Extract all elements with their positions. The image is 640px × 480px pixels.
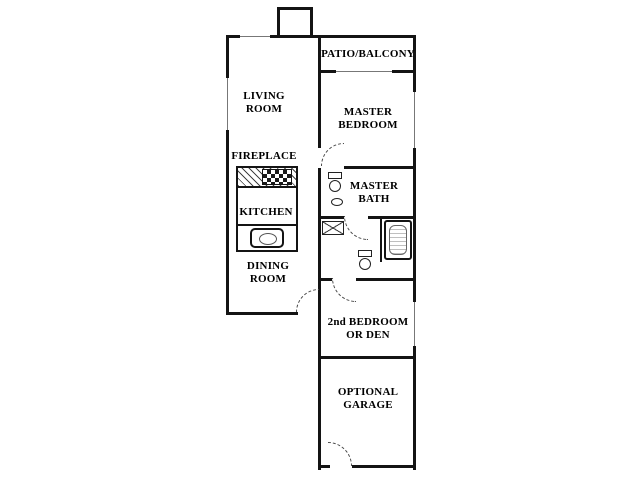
garage-door-arc bbox=[328, 442, 352, 466]
window-marker bbox=[225, 78, 230, 130]
second-bedroom-door-arc bbox=[332, 278, 356, 302]
closet-icon bbox=[322, 221, 344, 235]
bathtub-icon bbox=[384, 220, 412, 260]
toilet-tank bbox=[358, 250, 372, 257]
kitchen-right-wall bbox=[296, 166, 298, 252]
toilet-icon bbox=[358, 250, 372, 272]
wall-center-upper bbox=[318, 35, 321, 148]
room-label-patio: PATIO/BALCONY bbox=[321, 48, 415, 60]
master-bedroom-bottom-wall bbox=[344, 166, 416, 169]
patio-slider-marker bbox=[336, 69, 392, 74]
fireplace-tile-checker bbox=[262, 169, 292, 185]
toilet-tank bbox=[328, 172, 342, 179]
room-label-second-bedroom: 2nd BEDROOM OR DEN bbox=[327, 316, 409, 341]
wall-left bbox=[226, 35, 229, 315]
hall-bottom-wall-right bbox=[356, 278, 416, 281]
garage-top-wall bbox=[318, 356, 416, 359]
bath-wall-right bbox=[368, 216, 416, 219]
wall-right bbox=[413, 35, 416, 470]
hall-bottom-wall-left bbox=[318, 278, 332, 281]
window-marker bbox=[412, 302, 417, 346]
master-bath-door-arc bbox=[344, 216, 368, 240]
entry-door-arc bbox=[296, 289, 319, 312]
sink-icon bbox=[331, 198, 343, 206]
room-label-garage: OPTIONAL GARAGE bbox=[337, 386, 399, 411]
room-label-living: LIVING ROOM bbox=[243, 90, 285, 115]
toilet-bowl bbox=[329, 180, 341, 192]
window-marker bbox=[240, 34, 270, 39]
room-label-dining: DINING ROOM bbox=[246, 260, 290, 285]
tub-nook-wall bbox=[380, 216, 382, 262]
room-label-kitchen: KITCHEN bbox=[239, 206, 293, 218]
wall-top bbox=[226, 35, 416, 38]
kitchen-left-wall bbox=[236, 166, 238, 252]
garage-bottom-wall-right bbox=[352, 465, 416, 468]
room-label-master-bedroom: MASTER BEDROOM bbox=[338, 106, 398, 131]
toilet-icon bbox=[328, 172, 342, 194]
dining-bottom-wall bbox=[226, 312, 298, 315]
bath-wall-left bbox=[318, 216, 344, 219]
room-label-master-bath: MASTER BATH bbox=[349, 180, 399, 205]
wall-center-lower bbox=[318, 168, 321, 470]
chimney-right-wall bbox=[310, 7, 313, 38]
window-marker bbox=[412, 92, 417, 148]
chimney-left-wall bbox=[277, 7, 280, 38]
room-label-fireplace: FIREPLACE bbox=[231, 150, 297, 162]
stove-icon bbox=[250, 228, 284, 248]
garage-bottom-wall-left bbox=[318, 465, 330, 468]
chimney-top-wall bbox=[277, 7, 313, 10]
toilet-bowl bbox=[359, 258, 371, 270]
master-bedroom-door-arc bbox=[321, 143, 344, 166]
